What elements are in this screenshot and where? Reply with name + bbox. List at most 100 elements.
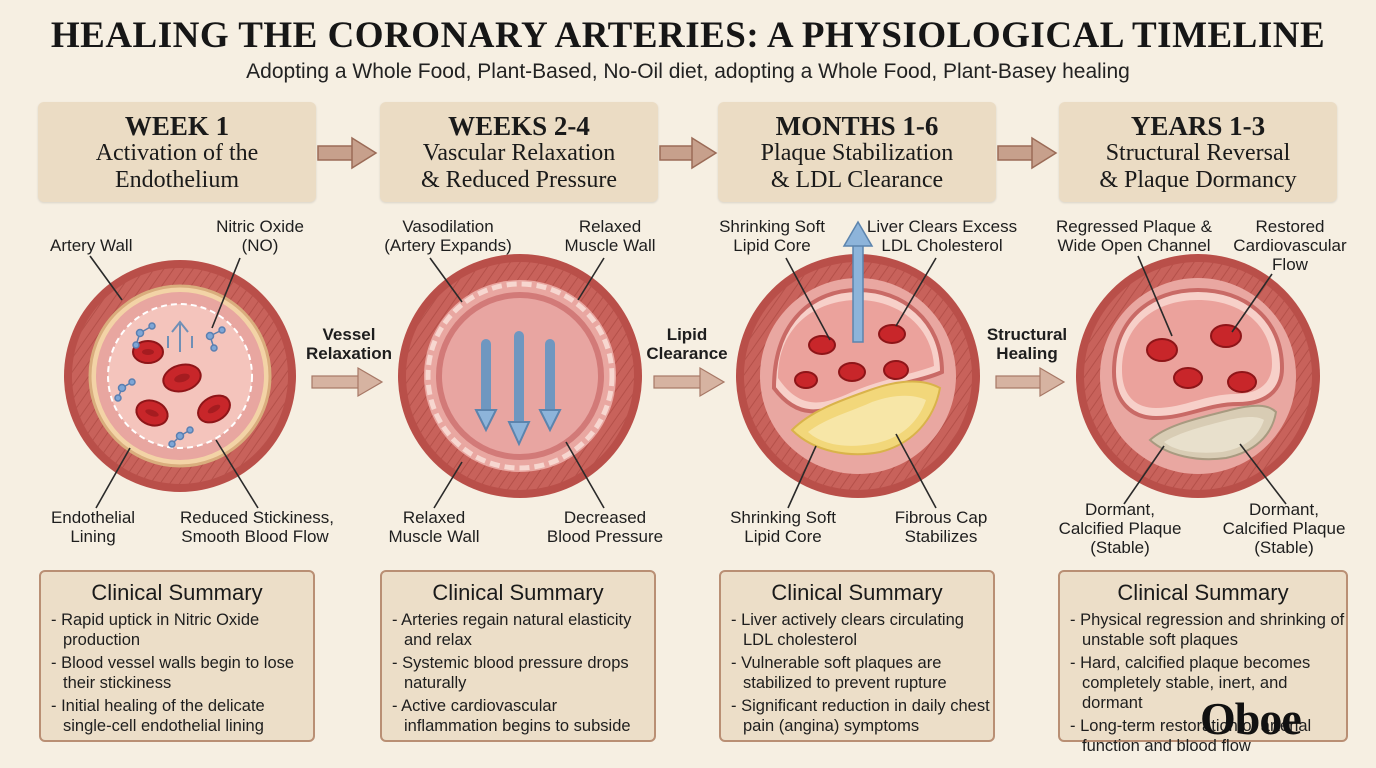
callout-vasodilation-line2: (Artery Expands)	[384, 236, 512, 255]
callout-shrinking-core-bottom: Shrinking Soft Lipid Core	[728, 508, 838, 546]
summary-item: Vulnerable soft plaques are stabilized t…	[731, 653, 993, 693]
summary-item: Initial healing of the delicate single-c…	[51, 696, 313, 736]
oboe-logo: Oboe	[1200, 693, 1302, 744]
stage-1-name: WEEK 1	[124, 111, 230, 141]
summary-item: Blood vessel walls begin to lose their s…	[51, 653, 313, 693]
callout-restored-line1: Restored	[1255, 217, 1325, 236]
summary-item: Liver actively clears circulating LDL ch…	[731, 610, 993, 650]
callout-liver-clears: Liver Clears Excess LDL Cholesterol	[866, 217, 1018, 255]
callout-shrinking-core-top: Shrinking Soft Lipid Core	[718, 217, 826, 255]
transition-3-line2: Healing	[996, 344, 1058, 363]
callout-restored-flow: Restored Cardiovascular Flow	[1230, 217, 1350, 274]
summary-item: Long-term restoration of arterial functi…	[1070, 716, 1346, 756]
stage-1-header: WEEK 1 Activation of the Endothelium	[38, 102, 316, 202]
callout-regressed-line2: Wide Open Channel	[1057, 236, 1211, 255]
stage-3-desc-line1: Plaque Stabilization	[760, 140, 954, 166]
callout-nitric-oxide-line2: (NO)	[241, 236, 279, 255]
callout-vasodilation: Vasodilation (Artery Expands)	[384, 217, 512, 255]
transition-2-line2: Clearance	[646, 344, 728, 363]
stage-1-desc-line1: Activation of the	[95, 140, 259, 166]
callout-pressure-line1: Decreased	[563, 508, 647, 527]
summary-item: Arteries regain natural elasticity and r…	[392, 610, 654, 650]
callout-nitric-oxide: Nitric Oxide (NO)	[212, 217, 308, 255]
callout-reduced-stickiness: Reduced Stickiness, Smooth Blood Flow	[180, 508, 334, 546]
callout-dormant-right-line1: Dormant,	[1249, 500, 1319, 519]
summary-item: Active cardiovascular inflammation begin…	[392, 696, 654, 736]
stage-1-desc-line2: Endothelium	[115, 167, 239, 193]
stage-2-desc-line2: & Reduced Pressure	[421, 167, 617, 193]
clinical-summary-months1-6: Clinical Summary Liver actively clears c…	[719, 570, 995, 742]
callout-dormant-left-line1: Dormant,	[1085, 500, 1155, 519]
summary-heading: Clinical Summary	[432, 580, 604, 605]
page-subtitle: Adopting a Whole Food, Plant-Based, No-O…	[246, 60, 1130, 83]
callout-dormant-plaque-left: Dormant, Calcified Plaque (Stable)	[1058, 500, 1182, 557]
summary-item: Hard, calcified plaque becomes completel…	[1070, 653, 1346, 713]
callout-dormant-right-line2: Calcified Plaque	[1222, 519, 1346, 538]
stage-2-header: WEEKS 2-4 Vascular Relaxation & Reduced …	[380, 102, 658, 202]
callout-endothelial-lining: Endothelial Lining	[48, 508, 138, 546]
summary-heading: Clinical Summary	[771, 580, 943, 605]
callout-regressed-plaque: Regressed Plaque & Wide Open Channel	[1056, 217, 1212, 255]
artery-diagram-week1	[64, 260, 296, 492]
transition-label-3: Structural Healing	[982, 325, 1072, 363]
transition-arrows	[311, 366, 1066, 398]
blood-flow-arrows	[474, 331, 562, 447]
transition-label-1: Vessel Relaxation	[304, 325, 394, 363]
transition-arrow-3	[995, 366, 1066, 398]
summary-heading: Clinical Summary	[1117, 580, 1289, 605]
summary-item: Physical regression and shrinking of uns…	[1070, 610, 1346, 650]
transition-3-line1: Structural	[986, 325, 1068, 344]
summary-item: Significant reduction in daily chest pai…	[731, 696, 993, 736]
callout-relaxed-muscle-bottom: Relaxed Muscle Wall	[386, 508, 482, 546]
artery-diagram-weeks2-4	[398, 254, 642, 498]
callout-dormant-left-line3: (Stable)	[1090, 538, 1150, 557]
callout-dormant-left-line2: Calcified Plaque	[1058, 519, 1182, 538]
stage-4-header: YEARS 1-3 Structural Reversal & Plaque D…	[1059, 102, 1337, 202]
callout-restored-line3: Flow	[1272, 255, 1308, 274]
clinical-summary-week1: Clinical Summary Rapid uptick in Nitric …	[39, 570, 315, 742]
transition-2-line1: Lipid	[666, 325, 708, 344]
callout-liver-line1: Liver Clears Excess	[866, 217, 1018, 236]
callout-relaxed-muscle-top: Relaxed Muscle Wall	[562, 217, 658, 255]
transition-arrow-2	[653, 366, 726, 398]
summary-item: Rapid uptick in Nitric Oxide production	[51, 610, 313, 650]
callout-fibrous-cap: Fibrous Cap Stabilizes	[892, 508, 990, 546]
transition-1-line1: Vessel	[322, 325, 376, 344]
stage-4-name: YEARS 1-3	[1130, 111, 1266, 141]
callout-decreased-pressure: Decreased Blood Pressure	[546, 508, 664, 546]
callout-core-bottom-line1: Shrinking Soft	[730, 508, 836, 527]
callout-relaxed-bottom-line1: Relaxed	[402, 508, 466, 527]
ldl-exit-arrow-icon	[842, 220, 874, 343]
stage-2-desc-line1: Vascular Relaxation	[422, 140, 616, 166]
callout-dormant-plaque-right: Dormant, Calcified Plaque (Stable)	[1222, 500, 1346, 557]
transition-arrow-1	[311, 366, 384, 398]
flow-arrow-up-icon	[167, 320, 193, 352]
page-title: HEALING THE CORONARY ARTERIES: A PHYSIOL…	[50, 15, 1326, 56]
stage-3-desc-line2: & LDL Clearance	[770, 167, 944, 193]
transition-1-line2: Relaxation	[306, 344, 392, 363]
stage-4-desc-line1: Structural Reversal	[1105, 140, 1291, 166]
red-blood-cells-week1	[132, 340, 231, 427]
artery-diagram-months1-6	[736, 220, 980, 498]
callout-vasodilation-line1: Vasodilation	[402, 217, 494, 236]
stage-3-header: MONTHS 1-6 Plaque Stabilization & LDL Cl…	[718, 102, 996, 202]
nitric-oxide-molecules	[114, 322, 226, 448]
clinical-summary-weeks2-4: Clinical Summary Arteries regain natural…	[380, 570, 656, 742]
callout-dormant-right-line3: (Stable)	[1254, 538, 1314, 557]
callout-cap-line2: Stabilizes	[904, 527, 978, 546]
header-arrows	[317, 136, 1058, 170]
red-blood-cells-years1-3	[1146, 324, 1257, 393]
callout-relaxed-top-line1: Relaxed	[578, 217, 642, 236]
callout-regressed-line1: Regressed Plaque &	[1056, 217, 1212, 236]
artery-diagram-years1-3	[1076, 254, 1320, 498]
callout-relaxed-bottom-line2: Muscle Wall	[388, 527, 480, 546]
callout-liver-line2: LDL Cholesterol	[881, 236, 1003, 255]
callout-core-top-line1: Shrinking Soft	[719, 217, 825, 236]
callout-core-bottom-line2: Lipid Core	[744, 527, 822, 546]
callout-cap-line1: Fibrous Cap	[894, 508, 988, 527]
callout-endothelial-line2: Lining	[70, 527, 116, 546]
header-arrow-1	[317, 136, 378, 170]
summary-heading: Clinical Summary	[91, 580, 263, 605]
callout-stickiness-line2: Smooth Blood Flow	[181, 527, 329, 546]
